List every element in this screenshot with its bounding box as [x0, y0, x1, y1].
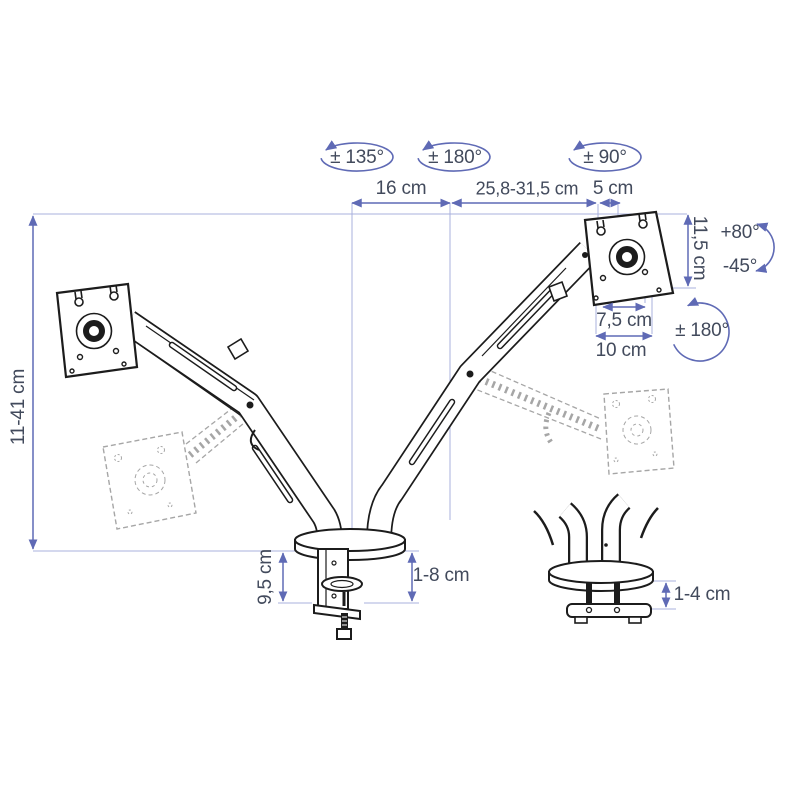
reach-arm2-label: 25,8-31,5 cm: [475, 178, 579, 199]
grommet-capacity-label: 1-4 cm: [673, 584, 731, 605]
rotation-arrows: [320, 140, 775, 362]
left-vesa-plate: [55, 282, 139, 379]
grommet-mount: [533, 493, 659, 624]
clamp-height-label: 9,5 cm: [255, 549, 276, 605]
right-arm: [366, 241, 599, 542]
ghost-right-arm: [469, 364, 675, 475]
dimension-arrows: [28, 198, 693, 608]
reach-arm1-label: 16 cm: [375, 178, 427, 199]
tilt-down-label: -45°: [722, 256, 758, 277]
swivel-arm2-label: ± 180°: [428, 147, 482, 168]
head-offset-label: 5 cm: [592, 178, 634, 199]
clamp-capacity-label: 1-8 cm: [412, 565, 470, 586]
clamp-mount: [294, 528, 406, 640]
vesa-holes-label: 7,5 cm: [596, 310, 652, 331]
vesa-width-label: 10 cm: [595, 340, 647, 361]
height-range-label: 11-41 cm: [8, 368, 29, 446]
vesa-rotation-label: ± 180°: [675, 320, 729, 341]
swivel-arm1-label: ± 135°: [330, 147, 384, 168]
tilt-up-label: +80°: [720, 222, 760, 243]
vesa-height-label: 11,5 cm: [689, 215, 710, 281]
swivel-head-label: ± 90°: [583, 147, 627, 168]
right-vesa-plate: [583, 210, 675, 307]
ghost-left-arm: [102, 395, 257, 530]
